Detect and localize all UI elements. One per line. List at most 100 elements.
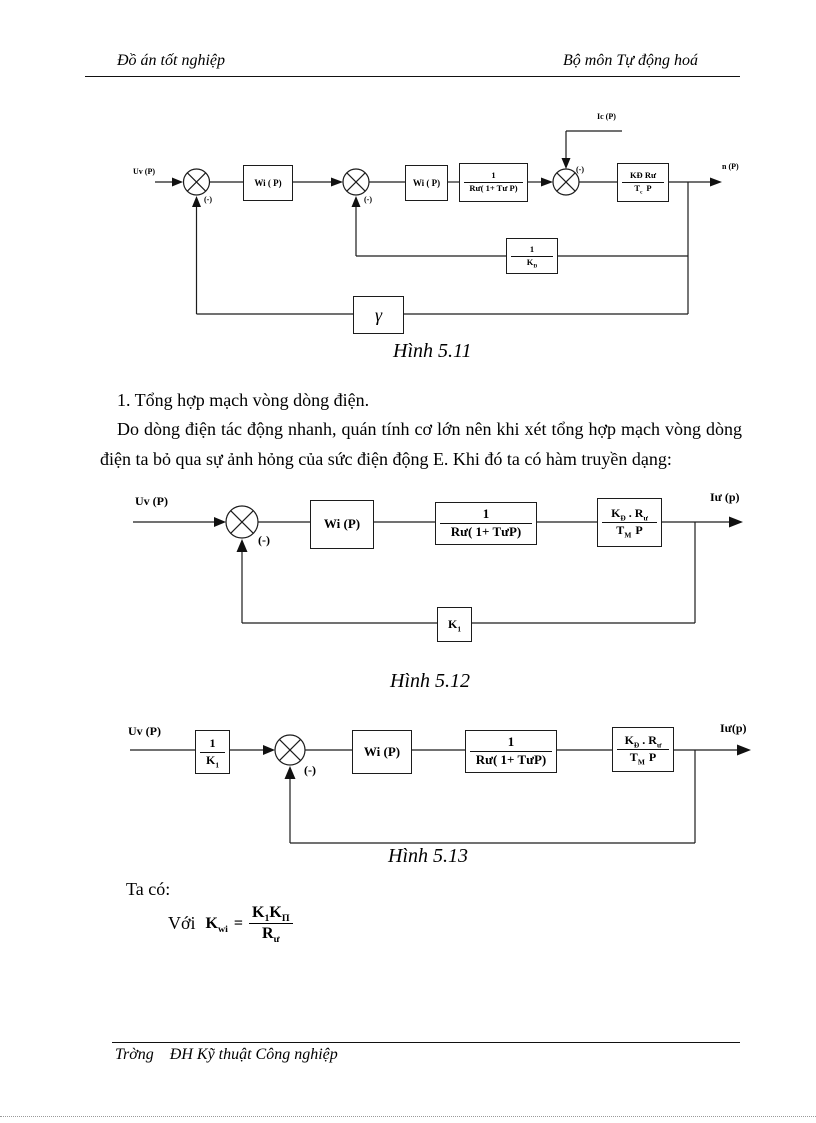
forward-path-lines <box>155 177 722 187</box>
feedback-line <box>284 750 696 844</box>
input-signal-label: Uv (P) <box>135 494 168 508</box>
section-heading: 1. Tổng hợp mạch vòng dòng điện. <box>117 390 370 410</box>
fraction-bar <box>602 522 657 523</box>
formula-fraction: K1KΠ Rư <box>249 904 293 946</box>
arrowhead <box>284 766 296 779</box>
input-signal-label: Uv (P) <box>133 167 155 176</box>
diagram-5-11: Uv (P) (-) (-) (-) Ic (P) n (P) Wi ( P) … <box>100 108 760 338</box>
arrowhead <box>541 177 553 187</box>
arrowhead <box>737 744 751 756</box>
arrowhead <box>331 177 343 187</box>
fraction-bar <box>622 182 664 183</box>
arrowhead <box>351 196 361 207</box>
block-controller-wi: Wi (P) <box>352 730 412 774</box>
forward-path-lines <box>133 516 743 528</box>
formula-math: Kwi = K1KΠ Rư <box>205 904 293 946</box>
input-signal-label: Uv (P) <box>128 724 161 738</box>
diagram-5-11-lines <box>155 130 722 315</box>
output-signal-label: n (P) <box>722 162 739 171</box>
block-feedback-k1: K1 <box>437 607 472 642</box>
caption-5-12: Hình 5.12 <box>390 670 470 692</box>
equals-sign: = <box>233 914 244 932</box>
diagram-5-12: Uv (P) (-) Iư (p) Wi (P) 1 Rư( 1+ TưP) K… <box>100 488 760 653</box>
fraction-numerator: 1 <box>529 243 535 254</box>
fraction-numerator: KĐ . Rư <box>611 506 648 523</box>
output-signal-label: Iư (p) <box>710 490 740 504</box>
minus-sign: (-) <box>304 763 316 777</box>
block-label: Wi ( P) <box>412 177 441 188</box>
minus-sign-3: (-) <box>576 165 584 174</box>
minus-sign: (-) <box>258 533 270 547</box>
block-armature-transfer: 1 Rư( 1+ Tư P) <box>459 163 528 202</box>
block-gamma-feedback: γ <box>353 296 404 334</box>
load-current-input-line <box>561 130 622 169</box>
block-feedback-1-over-kd: 1 KĐ <box>506 238 558 274</box>
fraction-denominator: K1 <box>205 752 220 769</box>
header-right-title: Bộ môn Tự động hoá <box>563 52 698 69</box>
arrowhead <box>263 745 275 755</box>
caption-5-13: Hình 5.13 <box>388 845 468 867</box>
block-label: K1 <box>447 616 462 633</box>
fraction-bar <box>464 182 523 183</box>
minus-sign-1: (-) <box>204 195 212 204</box>
fraction-numerator: KĐ Rư <box>629 170 657 181</box>
diagram-5-13-lines <box>130 734 751 844</box>
fraction-denominator: Rư( 1+ Tư P) <box>469 183 518 193</box>
arrowhead <box>214 517 226 527</box>
block-armature-transfer: 1 Rư( 1+ TưP) <box>465 730 557 773</box>
summing-junction-1 <box>182 168 211 196</box>
page-bottom-dotted-rule <box>0 1116 816 1117</box>
fraction-numerator: K1KΠ <box>249 904 293 924</box>
fraction-bar <box>511 255 553 257</box>
summing-junction <box>225 505 259 539</box>
block-armature-transfer: 1 Rư( 1+ TưP) <box>435 502 537 545</box>
block-controller-wi-2: Wi ( P) <box>405 165 448 201</box>
header-rule <box>85 76 740 77</box>
fraction-denominator: Rư( 1+ TưP) <box>475 752 547 767</box>
fraction-denominator: KĐ <box>526 256 538 270</box>
fraction-numerator: 1 <box>482 506 490 522</box>
ta-co-label: Ta có: <box>126 879 171 899</box>
caption-5-11: Hình 5.11 <box>393 340 472 362</box>
fraction-bar <box>470 751 552 752</box>
kwi-symbol: Kwi <box>205 914 228 935</box>
diagram-5-13: Uv (P) (-) Iư(p) 1 K1 Wi (P) 1 Rư( 1+ Tư… <box>100 713 760 858</box>
forward-path-lines <box>130 744 751 756</box>
summing-junction <box>274 734 306 766</box>
block-label: Wi (P) <box>323 516 361 532</box>
fraction-bar <box>440 523 532 524</box>
arrowhead <box>561 158 571 169</box>
minus-sign-2: (-) <box>364 195 372 204</box>
footer-text: Trờng ĐH Kỹ thuật Công nghiệp <box>115 1046 338 1063</box>
fraction-denominator: Rư <box>262 925 280 946</box>
outer-feedback-line <box>192 196 688 315</box>
fraction-numerator: 1 <box>507 734 515 750</box>
diagram-5-12-lines <box>133 505 743 624</box>
block-controller-wi: Wi (P) <box>310 500 374 549</box>
arrowhead <box>729 516 743 528</box>
block-controller-wi-1: Wi ( P) <box>243 165 293 201</box>
output-signal-label: Iư(p) <box>720 721 747 735</box>
footer-rule <box>112 1042 740 1043</box>
load-current-label: Ic (P) <box>597 112 616 121</box>
arrowhead <box>710 177 722 187</box>
block-label: Wi ( P) <box>254 177 282 188</box>
fraction-bar <box>617 749 669 750</box>
arrowhead <box>192 196 201 207</box>
block-label: Wi (P) <box>363 743 401 759</box>
arrowhead <box>236 539 248 552</box>
block-label: γ <box>374 304 383 325</box>
arrowhead <box>172 177 183 187</box>
block-input-scale-1-over-k1: 1 K1 <box>195 730 230 774</box>
fraction-numerator: 1 <box>491 170 496 181</box>
voi-label: Với <box>168 913 196 933</box>
fraction-bar <box>200 751 225 753</box>
summing-junction-2 <box>342 168 370 196</box>
